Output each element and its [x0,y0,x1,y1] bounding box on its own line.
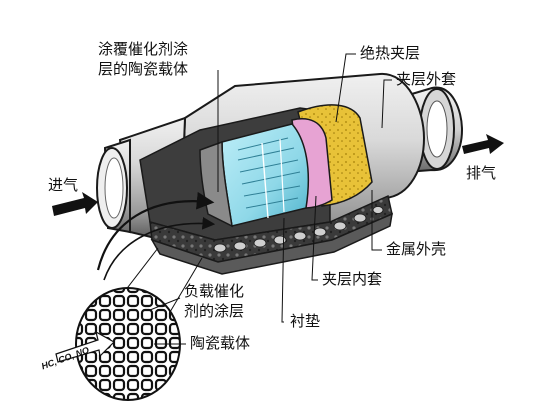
label-inner-jacket: 夹层内套 [322,270,383,288]
label-coated-carrier-line2: 层的陶瓷载体 [98,60,189,78]
label-liner-mat: 衬垫 [290,312,321,330]
mat-bumps [213,206,384,253]
pollutant-arrow [55,330,115,363]
intake-arrow [52,192,98,216]
label-intake: 进气 [48,176,79,194]
leader-outer-jacket [381,79,392,129]
label-coated-carrier-line1: 涂覆催化剂涂 [98,40,189,58]
label-outer-jacket: 夹层外套 [396,70,457,88]
converter-body [96,72,464,275]
leader-insulation [335,53,356,123]
label-metal-shell: 金属外壳 [386,240,447,258]
gas-flow-curve-2 [103,216,216,281]
magnified-honeycomb [55,287,181,401]
leader-lines [149,53,392,345]
label-insulation-layer: 绝热夹层 [360,44,421,62]
label-loaded-coating-line2: 剂的涂层 [184,302,245,320]
label-ceramic-carrier: 陶瓷载体 [190,334,251,352]
leader-liner-mat [281,217,285,323]
lower-shell [150,212,393,275]
gas-flow-curve-1 [96,191,215,271]
exhaust-arrow [462,134,504,154]
label-loaded-coating-line1: 负载催化 [184,282,245,300]
label-exhaust: 排气 [466,164,497,182]
flow-arrows [52,134,504,313]
leader-loaded-coating [149,297,181,311]
leader-inner-jacket [311,195,318,281]
monolith-channels [237,137,301,219]
leader-metal-shell [371,190,382,251]
